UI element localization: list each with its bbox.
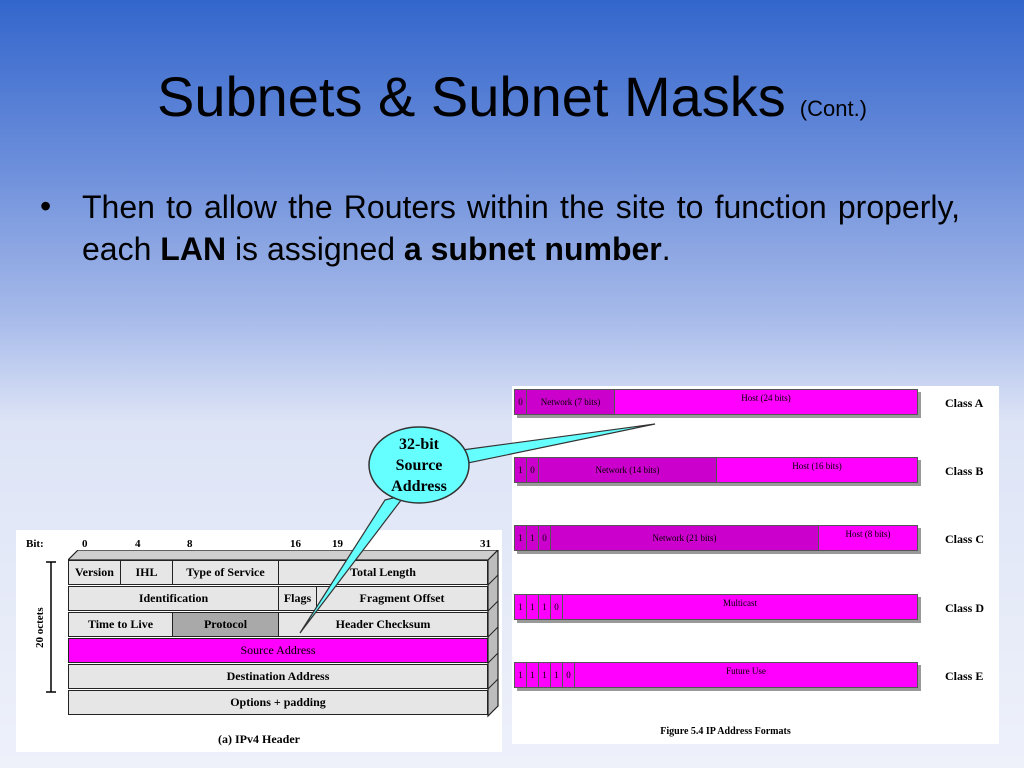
field-version: Version <box>69 561 121 584</box>
class-e-bit-3: 1 <box>551 663 563 687</box>
class-a-bar: 0 Network (7 bits) Host (24 bits) <box>514 389 918 415</box>
ipv4-header-caption: (a) IPv4 Header <box>218 732 300 746</box>
class-e-bit-4: 0 <box>563 663 575 687</box>
class-e-future-use-field: Future Use <box>726 666 766 676</box>
bullet-bold-lan: LAN <box>160 231 227 267</box>
class-a-label: Class A <box>945 396 984 410</box>
class-a-bit-0: 0 <box>515 390 527 414</box>
field-type-of-service: Type of Service <box>173 561 279 584</box>
callout-pointer-class-a <box>461 423 656 464</box>
class-b-bar: 1 0 Network (14 bits) Host (16 bits) <box>514 457 918 483</box>
field-identification: Identification <box>69 587 279 610</box>
class-c-network-field: Network (21 bits) <box>551 526 819 550</box>
class-a-host-field: Host (24 bits) <box>741 393 791 403</box>
ipv4-header-figure: Bit: 0 4 8 16 19 31 20 octets Version IH… <box>16 530 502 752</box>
field-ihl: IHL <box>121 561 173 584</box>
callout-line-3: Address <box>391 478 447 495</box>
slide-title: Subnets & Subnet Masks (Cont.) <box>0 62 1024 144</box>
slide-title-text: Subnets & Subnet Masks <box>156 65 786 128</box>
class-b-label: Class B <box>945 464 984 478</box>
bit-tick-16: 16 <box>290 538 301 550</box>
class-c-bar: 1 1 0 Network (21 bits) Host (8 bits) <box>514 525 918 551</box>
class-c-bit-0: 1 <box>515 526 527 550</box>
class-d-multicast-field: Multicast <box>723 598 757 608</box>
field-options-padding: Options + padding <box>230 695 326 709</box>
bullet-text-before: Then to allow the Routers within the sit… <box>82 189 960 267</box>
bullet-text-middle: is assigned <box>226 231 404 267</box>
field-destination-address: Destination Address <box>226 669 330 683</box>
class-a-network-field: Network (7 bits) <box>527 390 615 414</box>
bullet-bold-subnet-number: a subnet number <box>403 231 662 267</box>
octets-bracket <box>46 561 56 693</box>
class-e-bar: 1 1 1 1 0 Future Use <box>514 662 918 688</box>
header-row-5: Destination Address <box>68 664 488 689</box>
field-source-address: Source Address <box>69 639 487 662</box>
field-time-to-live: Time to Live <box>69 613 173 636</box>
class-d-label: Class D <box>945 601 985 615</box>
class-b-host-field: Host (16 bits) <box>792 461 842 471</box>
class-d-bit-3: 0 <box>551 595 563 619</box>
ip-address-formats-figure: 0 Network (7 bits) Host (24 bits) Class … <box>512 386 999 744</box>
bit-tick-19: 19 <box>332 538 343 550</box>
field-fragment-offset: Fragment Offset <box>359 591 445 605</box>
bullet-text: Then to allow the Routers within the sit… <box>82 186 960 270</box>
bullet-marker: • <box>40 188 52 224</box>
bit-label: Bit: <box>26 538 44 550</box>
callout-pointer-source-address <box>299 494 407 634</box>
field-header-checksum: Header Checksum <box>335 617 431 631</box>
header-row-3: Time to Live Protocol Header Checksum <box>68 612 488 637</box>
slide-title-suffix: (Cont.) <box>799 96 868 121</box>
class-c-label: Class C <box>945 532 985 546</box>
bit-tick-0: 0 <box>82 538 88 550</box>
class-d-bit-2: 1 <box>539 595 551 619</box>
ip-formats-caption: Figure 5.4 IP Address Formats <box>660 726 791 737</box>
bullet-text-after: . <box>661 231 671 267</box>
bit-tick-8: 8 <box>187 538 193 550</box>
class-e-label: Class E <box>945 669 984 683</box>
class-c-host-field: Host (8 bits) <box>845 529 891 539</box>
bullet-list: • Then to allow the Routers within the s… <box>40 186 960 270</box>
class-b-network-field: Network (14 bits) <box>539 458 717 482</box>
header-row-6: Options + padding <box>68 690 488 715</box>
class-e-bit-1: 1 <box>527 663 539 687</box>
callout-bubble <box>368 426 470 504</box>
field-total-length: Total Length <box>350 565 416 579</box>
callout-line-2: Source <box>396 457 443 474</box>
class-b-bit-1: 0 <box>527 458 539 482</box>
class-d-bit-0: 1 <box>515 595 527 619</box>
class-b-bit-0: 1 <box>515 458 527 482</box>
bit-tick-4: 4 <box>135 538 141 550</box>
class-d-bit-1: 1 <box>527 595 539 619</box>
header-row-1: Version IHL Type of Service Total Length <box>68 560 488 585</box>
class-c-bit-2: 0 <box>539 526 551 550</box>
field-protocol: Protocol <box>173 613 279 636</box>
class-c-bit-1: 1 <box>527 526 539 550</box>
class-e-bit-0: 1 <box>515 663 527 687</box>
class-d-bar: 1 1 1 0 Multicast <box>514 594 918 620</box>
callout-line-1: 32-bit <box>399 436 440 453</box>
field-flags: Flags <box>279 587 317 610</box>
header-row-2: Identification Flags Fragment Offset <box>68 586 488 611</box>
class-e-bit-2: 1 <box>539 663 551 687</box>
header-row-4: Source Address <box>68 638 488 663</box>
bit-tick-31: 31 <box>480 538 491 550</box>
